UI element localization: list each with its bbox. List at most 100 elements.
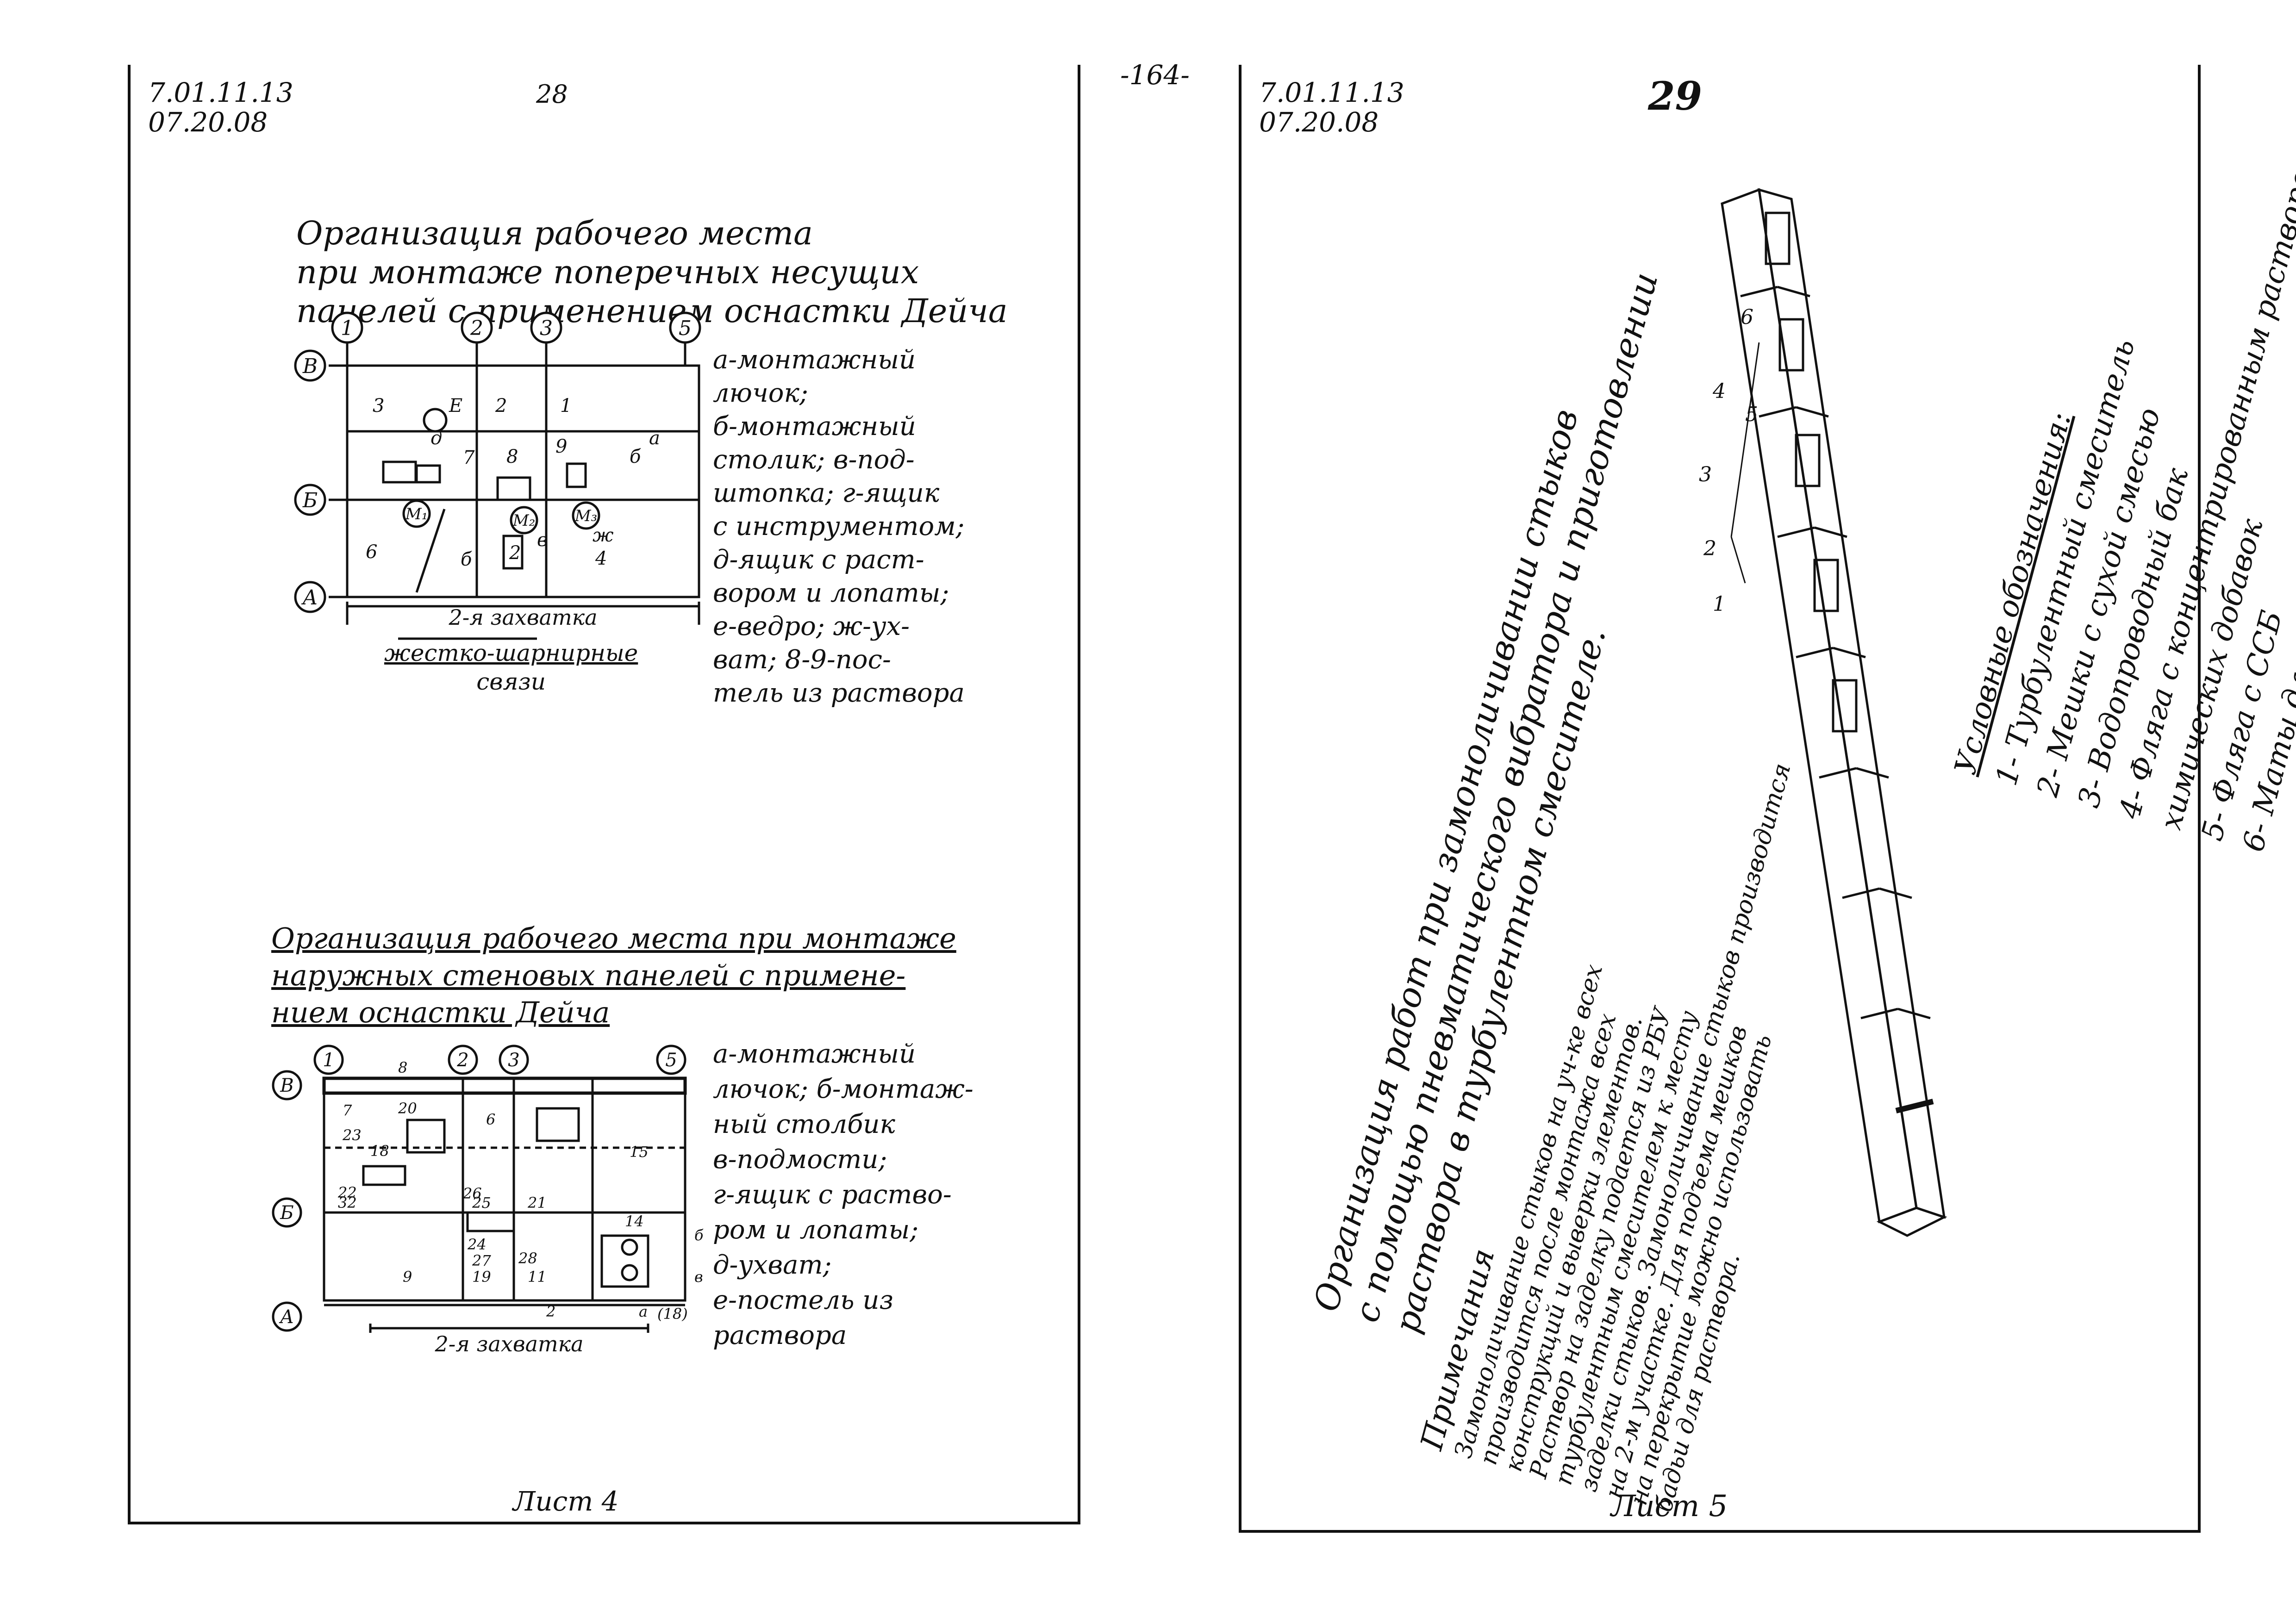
plan2-label: 7 bbox=[343, 1101, 352, 1119]
crane-mark: М₃ bbox=[574, 507, 597, 525]
plan2-label: 11 bbox=[528, 1268, 547, 1286]
legend-line: ром и лопаты; bbox=[713, 1215, 919, 1245]
plan2-label: 24 bbox=[467, 1236, 487, 1253]
axis-bubble-3 bbox=[530, 311, 562, 344]
plan1-label: ж bbox=[593, 525, 614, 546]
drawing2-title-line-3: нием оснастки Дейча bbox=[271, 995, 610, 1029]
drawing2-legend: а-монтажный лючок; б-монтаж- ный столбик… bbox=[713, 1037, 973, 1353]
axis-label-b: Б bbox=[302, 489, 318, 512]
axis-label-1: 1 bbox=[341, 317, 354, 340]
drawing1-note: жестко-шарнирные связи bbox=[384, 639, 638, 696]
crane-mark: М₁ bbox=[405, 505, 428, 523]
plan1-label: 1 bbox=[560, 395, 572, 417]
drawing1-title-line-2: при монтаже поперечных несущих bbox=[296, 253, 919, 291]
axis-bubble-b bbox=[272, 1197, 302, 1228]
left-code-line-1: 7.01.11.13 bbox=[148, 77, 293, 108]
isometric-building: 6 4 5 3 2 1 bbox=[1699, 188, 1947, 1237]
plan2-label: 2 bbox=[546, 1303, 555, 1320]
iso-label: 6 bbox=[1741, 305, 1753, 329]
axis-bubble-3 bbox=[499, 1045, 529, 1075]
plan2-label: 21 bbox=[527, 1194, 547, 1212]
legend-line: а-монтажный bbox=[713, 1039, 916, 1069]
right-code-line-1: 7.01.11.13 bbox=[1259, 77, 1404, 108]
drawing2-span-label: 2-я захватка bbox=[434, 1331, 583, 1356]
axis-bubble-5 bbox=[669, 311, 701, 344]
plan1-label: 8 bbox=[506, 446, 518, 467]
drawing1-span-label: 2-я захватка bbox=[448, 605, 597, 630]
left-sheet-label: Лист 4 bbox=[513, 1486, 619, 1517]
legend-line: столик; в-под- bbox=[713, 445, 915, 475]
plan2-label: 6 bbox=[486, 1111, 495, 1128]
plan1-label: 2 bbox=[509, 542, 521, 564]
legend-line: тель из раствора bbox=[713, 678, 965, 708]
plan2-label: а bbox=[639, 1303, 648, 1320]
crane-mark: М₂ bbox=[512, 511, 535, 530]
axis-bubble-a bbox=[294, 581, 326, 613]
left-code-line-2: 07.20.08 bbox=[148, 106, 268, 138]
plan2-label: 14 bbox=[625, 1213, 644, 1230]
drawing2-title-line-1: Организация рабочего места при монтаже bbox=[271, 921, 956, 955]
axis-bubble-2 bbox=[448, 1045, 478, 1075]
legend-line: ват; 8-9-пос- bbox=[713, 645, 891, 675]
plan1-label: д bbox=[430, 428, 442, 449]
plan1-label: 2 bbox=[495, 395, 507, 417]
iso-label: 2 bbox=[1703, 537, 1716, 560]
left-doc-code: 7.01.11.13 07.20.08 bbox=[148, 78, 293, 137]
plan1-label: 4 bbox=[595, 548, 607, 569]
legend-line: раствора bbox=[713, 1320, 847, 1350]
plan1-label: Е bbox=[449, 395, 462, 417]
legend-line: е-постель из bbox=[713, 1285, 894, 1315]
plan2-label: 18 bbox=[370, 1142, 389, 1160]
plan2-label: 32 bbox=[338, 1194, 357, 1212]
legend-line: а-монтажный bbox=[713, 345, 916, 375]
legend-line: д-ящик с раст- bbox=[713, 545, 924, 575]
legend-line: е-ведро; ж-ух- bbox=[713, 611, 910, 641]
axis-bubble-b bbox=[294, 484, 326, 516]
plan1-label: в bbox=[537, 529, 548, 551]
axis-label-a: А bbox=[301, 586, 318, 609]
legend-line: д-ухват; bbox=[713, 1250, 832, 1280]
drawing1-title-line-1: Организация рабочего места bbox=[296, 214, 813, 252]
axis-bubble-1 bbox=[313, 1045, 344, 1075]
drawing1-legend: а-монтажный лючок; б-монтажный столик; в… bbox=[713, 343, 965, 710]
center-page-number: -164- bbox=[1120, 59, 1190, 91]
legend-line: с инструментом; bbox=[713, 511, 965, 541]
plan2-label: 9 bbox=[403, 1268, 412, 1286]
plan2-label: 15 bbox=[630, 1143, 649, 1161]
legend-line: ный столбик bbox=[713, 1109, 895, 1139]
plan1-label: 7 bbox=[463, 447, 475, 468]
axis-label-1: 1 bbox=[323, 1050, 334, 1071]
drawing2-title: Организация рабочего места при монтаже н… bbox=[271, 920, 956, 1031]
plan2-label: 23 bbox=[342, 1126, 362, 1144]
right-code-line-2: 07.20.08 bbox=[1259, 106, 1379, 138]
plan2-label: 27 bbox=[472, 1252, 491, 1269]
axis-label-3: 3 bbox=[508, 1050, 519, 1071]
plan2-label: б bbox=[694, 1226, 704, 1244]
drawing1-title: Организация рабочего места при монтаже п… bbox=[296, 214, 1008, 330]
axis-bubble-2 bbox=[461, 311, 493, 344]
left-page-frame bbox=[128, 65, 1080, 1524]
axis-label-a: А bbox=[279, 1306, 294, 1328]
right-doc-code: 7.01.11.13 07.20.08 bbox=[1259, 78, 1404, 137]
plan2-label: 26 bbox=[462, 1185, 482, 1202]
drawing2-plan: 1 2 3 5 В Б А 8 7 20 23 18 22 32 26 9 19… bbox=[272, 1045, 704, 1356]
axis-label-b: Б bbox=[280, 1202, 293, 1224]
plan2-label: 19 bbox=[472, 1268, 491, 1286]
plan2-label: 8 bbox=[398, 1059, 407, 1076]
axis-bubble-v bbox=[272, 1070, 302, 1101]
axis-label-2: 2 bbox=[456, 1050, 468, 1071]
iso-label: 3 bbox=[1699, 463, 1712, 486]
legend-line: г-ящик с раство- bbox=[713, 1180, 952, 1210]
right-page-number: 29 bbox=[1648, 73, 1702, 119]
plan2-label: 28 bbox=[518, 1250, 537, 1267]
axis-label-3: 3 bbox=[540, 317, 553, 340]
plan2-label: (18) bbox=[657, 1305, 688, 1323]
iso-label: 5 bbox=[1745, 403, 1758, 426]
legend-line: лючок; bbox=[713, 378, 808, 408]
legend-line: вором и лопаты; bbox=[713, 578, 949, 608]
left-page-number: 28 bbox=[536, 80, 568, 109]
plan1-label: б bbox=[461, 549, 472, 570]
iso-label: 4 bbox=[1712, 379, 1726, 403]
plan1-label: а bbox=[649, 428, 660, 449]
drawing1-note-line-1: жестко-шарнирные bbox=[384, 640, 638, 666]
